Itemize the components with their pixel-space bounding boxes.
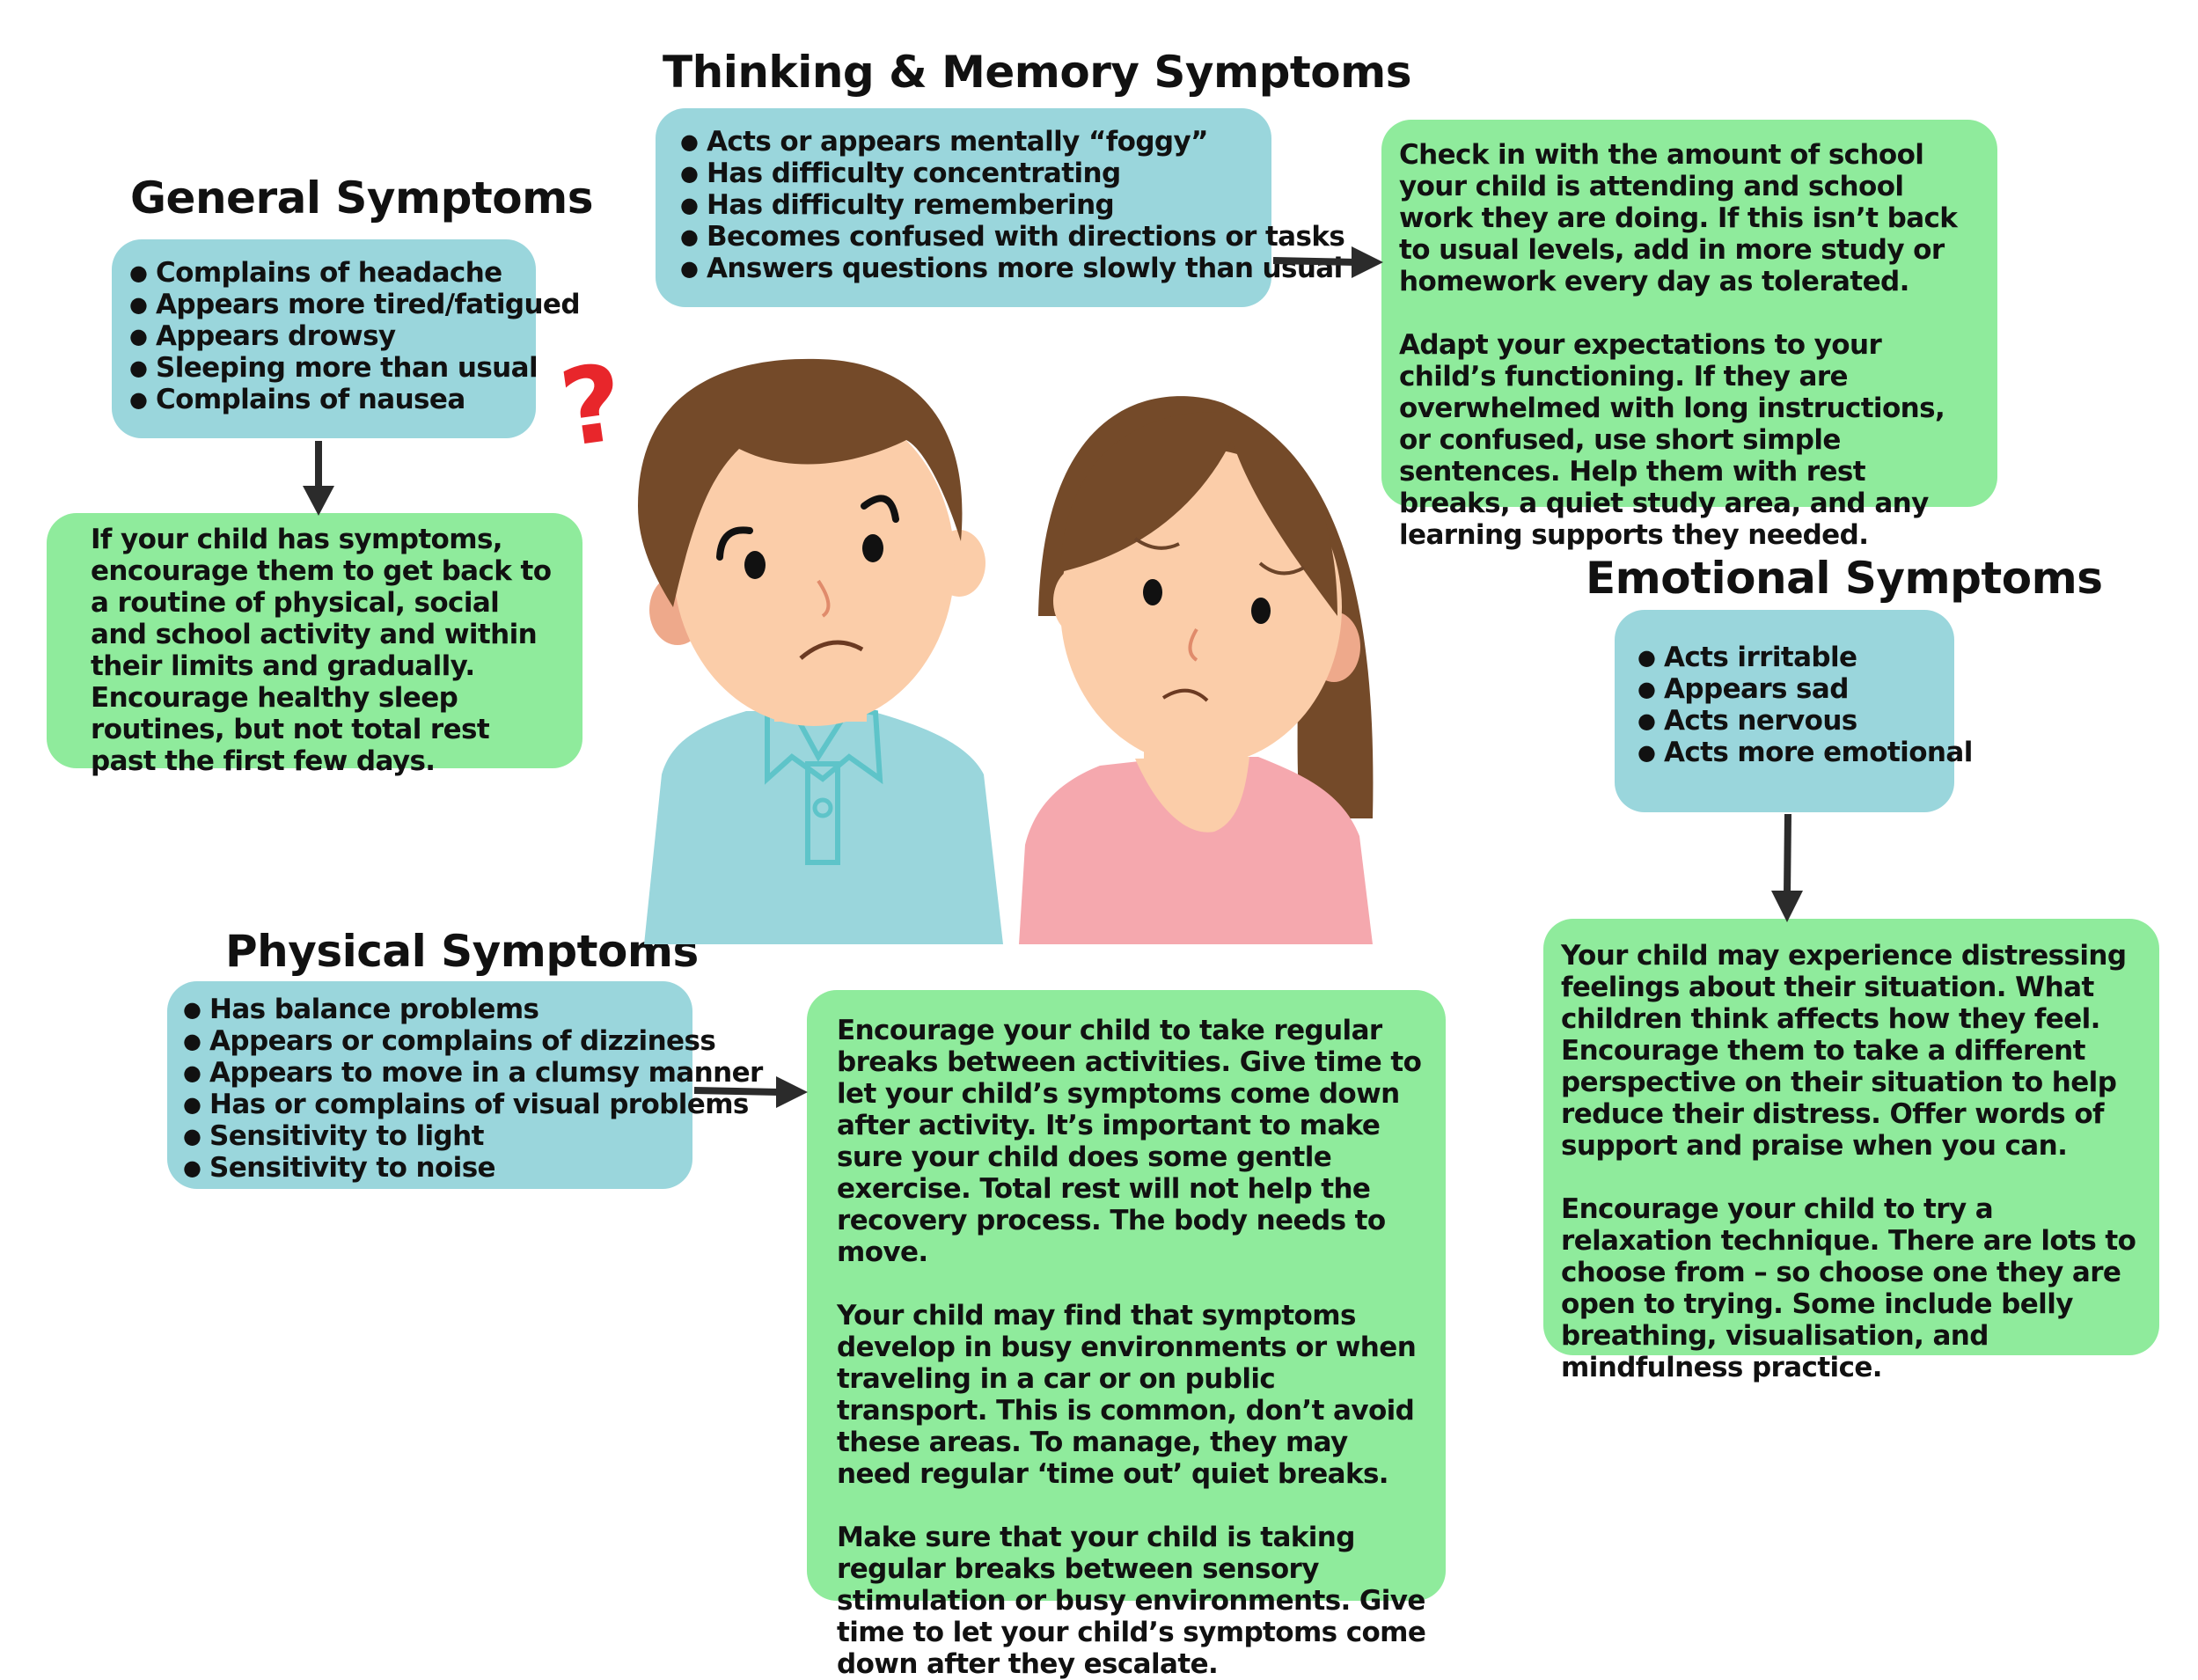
list-item: Appears more tired/fatigued xyxy=(129,289,581,320)
thinking-heading: Thinking & Memory Symptoms xyxy=(663,47,1412,98)
list-item: Appears sad xyxy=(1638,673,1954,705)
emotional-symptoms-box: Acts irritable Appears sad Acts nervous … xyxy=(1615,610,1973,812)
girl-brow-right xyxy=(1258,561,1305,576)
emotional-heading: Emotional Symptoms xyxy=(1586,553,2103,604)
boy-placket xyxy=(805,761,840,865)
children-illustration: ? xyxy=(553,341,1374,944)
general-heading: General Symptoms xyxy=(130,172,594,224)
arrow-emotional-head xyxy=(1771,891,1803,922)
thinking-symptoms-list: Acts or appears mentally “foggy” Has dif… xyxy=(680,126,1345,284)
question-mark-icon: ? xyxy=(553,341,631,471)
list-item: Acts or appears mentally “foggy” xyxy=(680,126,1271,158)
general-symptoms-list: Complains of headache Appears more tired… xyxy=(129,257,581,415)
boy-brow-left xyxy=(716,526,753,561)
boy-button xyxy=(812,797,833,818)
list-item: Acts more emotional xyxy=(1638,737,1973,768)
physical-advice-box: Encourage your child to take regular bre… xyxy=(807,990,1446,1680)
list-item: Acts nervous xyxy=(1638,705,1954,737)
arrow-emotional xyxy=(1784,813,1791,895)
girl-brow-left xyxy=(1133,537,1180,550)
physical-advice-text-1: Encourage your child to take regular bre… xyxy=(837,1015,1422,1268)
list-item: Becomes confused with directions or task… xyxy=(680,221,1345,253)
thinking-advice-text-1: Check in with the amount of school your … xyxy=(1399,139,1958,297)
general-symptoms-box: Complains of headache Appears more tired… xyxy=(112,239,581,438)
general-advice-box: If your child has symptoms, encourage th… xyxy=(47,513,582,777)
physical-symptoms-box: Has balance problems Appears or complain… xyxy=(167,981,763,1189)
boy-eye-right xyxy=(862,534,883,562)
emotional-advice-box: Your child may experience distressing fe… xyxy=(1543,919,2159,1383)
emotional-symptoms-list: Acts irritable Appears sad Acts nervous … xyxy=(1638,642,1973,768)
physical-advice-text-2: Your child may find that symptoms develo… xyxy=(837,1300,1417,1490)
list-item: Answers questions more slowly than usual xyxy=(680,253,1343,284)
list-item: Acts irritable xyxy=(1638,642,1954,673)
emotional-advice-text-2: Encourage your child to try a relaxation… xyxy=(1561,1193,2136,1383)
physical-advice-text-3: Make sure that your child is taking regu… xyxy=(837,1522,1426,1680)
list-item: Appears to move in a clumsy manner xyxy=(183,1057,763,1089)
list-item: Has or complains of visual problems xyxy=(183,1089,749,1120)
list-item: Sensitivity to noise xyxy=(183,1152,692,1184)
list-item: Sensitivity to light xyxy=(183,1120,692,1152)
thinking-advice-box: Check in with the amount of school your … xyxy=(1381,120,1997,551)
emotional-advice-text-1: Your child may experience distressing fe… xyxy=(1561,940,2127,1162)
list-item: Complains of headache xyxy=(129,257,536,289)
thinking-symptoms-box: Acts or appears mentally “foggy” Has dif… xyxy=(656,108,1345,307)
boy-shirt xyxy=(644,711,1003,944)
physical-heading: Physical Symptoms xyxy=(225,926,699,977)
girl-eye-left xyxy=(1143,579,1162,605)
boy-eye-left xyxy=(744,551,766,579)
list-item: Has balance problems xyxy=(183,994,692,1025)
boy-brow-right xyxy=(861,495,899,523)
list-item: Appears or complains of dizziness xyxy=(183,1025,716,1057)
arrow-thinking-head xyxy=(1352,246,1383,278)
girl-figure xyxy=(1019,396,1374,944)
girl-fringe xyxy=(1060,412,1337,616)
list-item: Appears drowsy xyxy=(129,320,536,352)
physical-symptoms-list: Has balance problems Appears or complain… xyxy=(183,994,763,1184)
list-item: Has difficulty remembering xyxy=(680,189,1271,221)
list-item: Has difficulty concentrating xyxy=(680,158,1271,189)
boy-figure xyxy=(638,358,1003,944)
arrow-thinking xyxy=(1272,257,1356,266)
thinking-advice-text-2: Adapt your expectations to your child’s … xyxy=(1399,329,1945,551)
arrow-physical-head xyxy=(776,1076,808,1108)
boy-collar xyxy=(765,705,883,785)
boy-nose xyxy=(817,579,831,618)
boy-mouth xyxy=(799,640,864,660)
arrow-general-head xyxy=(303,486,334,516)
connector-arrows xyxy=(303,246,1803,1108)
general-advice-text: If your child has symptoms, encourage th… xyxy=(91,524,552,777)
boy-face xyxy=(673,400,955,726)
girl-shirt xyxy=(1019,757,1373,944)
arrow-physical xyxy=(693,1087,780,1096)
girl-collar xyxy=(1135,757,1249,833)
boy-hair xyxy=(638,358,963,607)
girl-nose xyxy=(1188,627,1198,662)
list-item: Sleeping more than usual xyxy=(129,352,539,384)
girl-mouth xyxy=(1161,688,1209,702)
list-item: Complains of nausea xyxy=(129,384,536,415)
girl-eye-right xyxy=(1251,598,1271,624)
